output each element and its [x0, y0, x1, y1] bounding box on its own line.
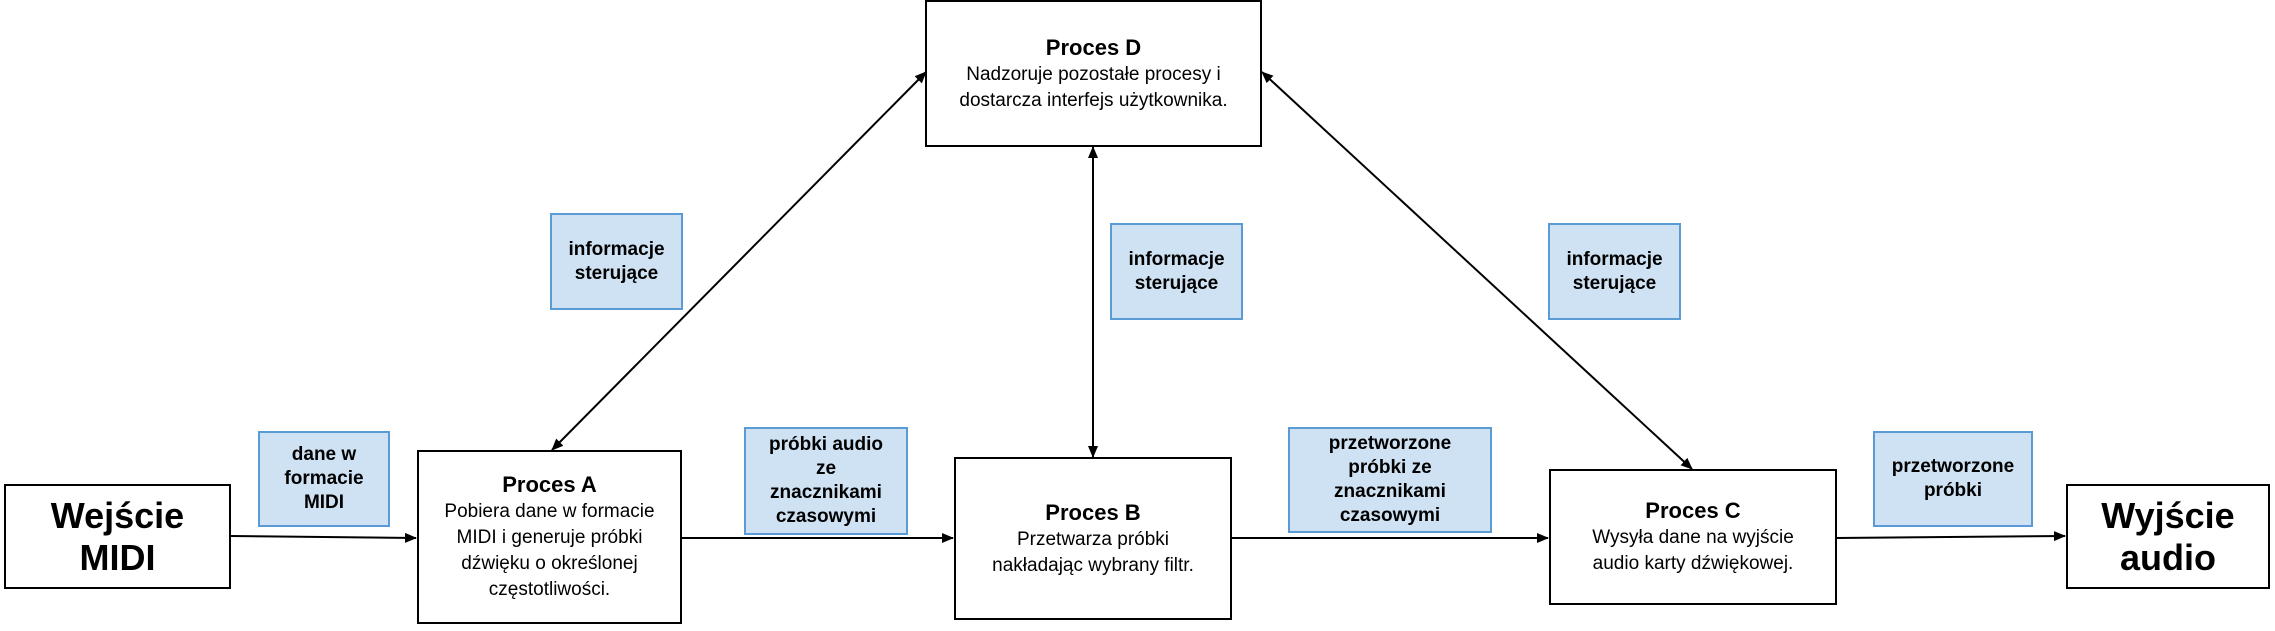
process-c-title: Proces C [1645, 498, 1741, 523]
label-processed-samples: przetworzone próbki [1873, 431, 2033, 527]
process-a-title: Proces A [502, 472, 597, 497]
process-c-description: Wysyła dane na wyjście audio karty dźwię… [1592, 527, 1794, 574]
arrow-input-to-a [230, 532, 417, 543]
label-control-info-a-d: informacje sterujące [550, 213, 683, 310]
audio-output-box: Wyjście audio [2066, 484, 2270, 589]
process-c-box: Proces C Wysyła dane na wyjście audio ka… [1549, 469, 1837, 605]
audio-output-title: Wyjście audio [2101, 494, 2235, 578]
label-samples-with-timestamps: próbki audio ze znacznikami czasowymi [744, 427, 908, 535]
arrow-c-to-output [1836, 531, 2066, 542]
process-b-title: Proces B [1045, 499, 1141, 525]
label-control-info-c-d: informacje sterujące [1548, 223, 1681, 320]
process-a-box: Proces A Pobiera dane w formacie MIDI i … [417, 450, 682, 624]
midi-input-box: Wejście MIDI [4, 484, 231, 589]
arrow-c-d-bidirectional [1261, 71, 1693, 470]
process-d-box: Proces D Nadzoruje pozostałe procesy i d… [925, 0, 1262, 147]
midi-input-title: Wejście MIDI [50, 494, 185, 578]
process-b-box: Proces B Przetwarza próbki nakładając wy… [954, 457, 1232, 620]
label-processed-samples-with-timestamps: przetworzone próbki ze znacznikami czaso… [1288, 427, 1492, 533]
process-b-description: Przetwarza próbki nakładając wybrany fil… [992, 528, 1194, 576]
process-d-title: Proces D [1045, 34, 1142, 60]
label-midi-data: dane w formacie MIDI [258, 431, 390, 527]
arrow-a-d-bidirectional [551, 71, 927, 451]
label-control-info-b-d: informacje sterujące [1110, 223, 1243, 320]
process-a-description: Pobiera dane w formacie MIDI i generuje … [444, 501, 655, 600]
process-d-description: Nadzoruje pozostałe procesy i dostarcza … [959, 63, 1228, 111]
